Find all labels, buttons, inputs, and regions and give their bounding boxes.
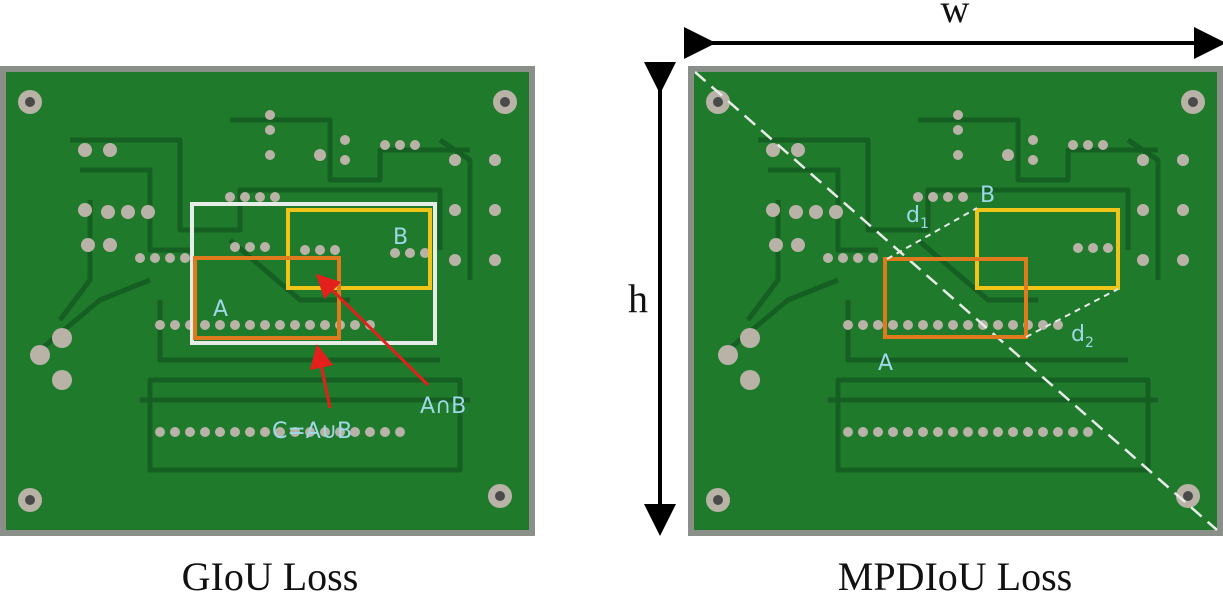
arrow-union xyxy=(309,344,334,409)
label-d2: d2 xyxy=(1071,322,1094,351)
pads-left xyxy=(30,110,501,437)
box-c-union xyxy=(190,202,437,345)
label-b-left: B xyxy=(393,225,408,250)
diagonal-line xyxy=(694,71,1218,531)
giou-panel: B A C=A∪B A∩B GIoU Loss xyxy=(0,66,535,596)
label-d1: d1 xyxy=(906,203,929,232)
label-union: C=A∪B xyxy=(272,419,352,444)
mounting-holes-left xyxy=(18,90,517,512)
pads-right xyxy=(718,110,1189,437)
arrow-intersection xyxy=(315,273,430,387)
box-b xyxy=(286,208,432,290)
label-intersection: A∩B xyxy=(420,394,466,419)
label-b-right: B xyxy=(980,183,995,208)
caption-mpdiou: MPDIoU Loss xyxy=(838,554,1072,596)
label-a-left: A xyxy=(213,297,228,322)
label-h: h xyxy=(628,276,648,321)
caption-giou: GIoU Loss xyxy=(182,554,359,596)
mpdiou-panel: w h xyxy=(628,0,1223,596)
box-a-right xyxy=(883,257,1028,339)
label-w: w xyxy=(941,0,970,31)
pcb-board-left xyxy=(0,66,535,536)
label-a-right: A xyxy=(878,351,893,376)
mounting-holes-right xyxy=(706,90,1205,512)
box-b-right xyxy=(975,208,1120,290)
